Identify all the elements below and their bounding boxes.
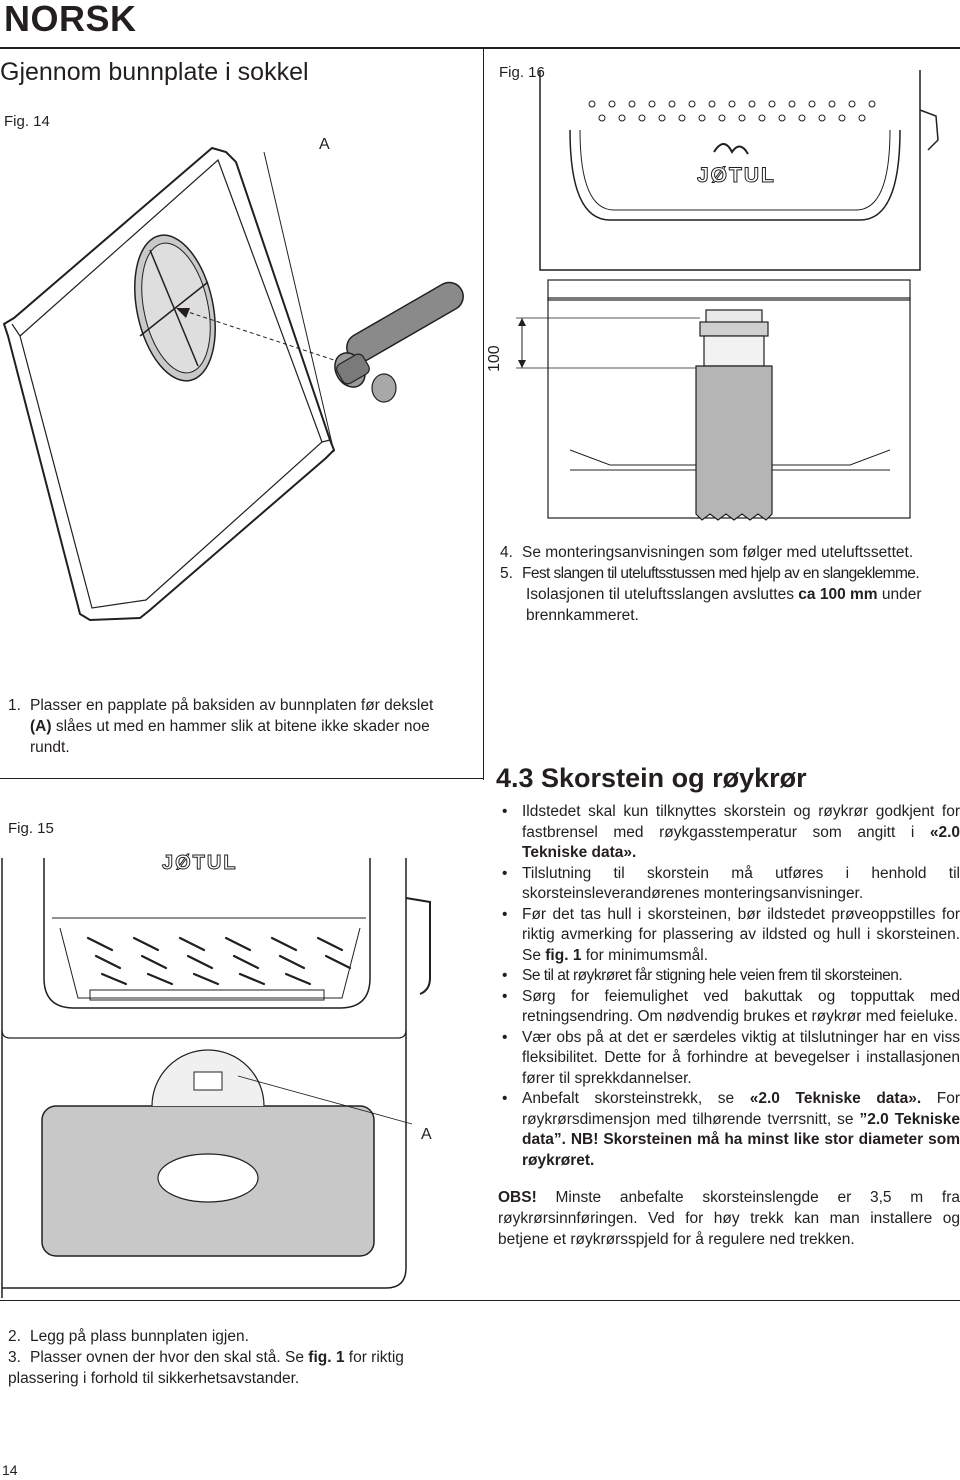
- list-item-text: Se til at røykrøret får stigning hele ve…: [522, 967, 903, 984]
- fig15-callout: A: [421, 1126, 432, 1143]
- column-divider: [483, 47, 484, 780]
- list-item: Anbefalt skorsteinstrekk, se «2.0 Teknis…: [496, 1089, 960, 1171]
- fig14-callout: A: [319, 136, 330, 153]
- bottom-steps: 2.Legg på plass bunnplaten igjen. 3.Plas…: [8, 1326, 478, 1389]
- chimney-requirements-list: Ildstedet skal kun tilknyttes skorstein …: [496, 802, 960, 1171]
- list-item-text: for minimumsmål.: [581, 946, 709, 964]
- obs-note: OBS! Minste anbefalte skorsteinslengde e…: [498, 1189, 960, 1248]
- step-3-line2: plassering i forhold til sikkerhetsavsta…: [8, 1370, 300, 1387]
- left-section-divider: [0, 778, 484, 779]
- step-4: 4.Se monteringsanvisningen som følger me…: [500, 544, 914, 561]
- list-item-text: Anbefalt skorsteinstrekk, se: [522, 1090, 750, 1107]
- bottom-section-divider: [0, 1300, 960, 1301]
- fig15-illustration: [1, 858, 431, 1298]
- section-4-3-heading: 4.3 Skorstein og røykrør: [496, 763, 807, 793]
- fig16-brand: JØTUL: [697, 164, 776, 188]
- step-5-line3: brennkammeret.: [526, 607, 639, 624]
- fig14-label: Fig. 14: [4, 113, 50, 130]
- list-item: Sørg for feiemulighet ved bakuttak og to…: [496, 987, 960, 1028]
- list-item-text: Sørg for feiemulighet ved bakuttak og to…: [522, 987, 960, 1026]
- list-item-text: Ildstedet skal kun tilknyttes skorstein …: [522, 803, 960, 841]
- step-3: 3.Plasser ovnen der hvor den skal stå. S…: [8, 1349, 404, 1366]
- list-item: Ildstedet skal kun tilknyttes skorstein …: [496, 802, 960, 864]
- header-rule: [0, 47, 960, 49]
- fig16-illustration: [516, 70, 939, 521]
- step-5: 5.Fest slangen til uteluftsstussen med h…: [500, 565, 920, 582]
- list-item: Vær obs på at det er særdeles viktig at …: [496, 1028, 960, 1090]
- list-item-text: Vær obs på at det er særdeles viktig at …: [522, 1028, 960, 1087]
- step-2: 2.Legg på plass bunnplaten igjen.: [8, 1328, 249, 1345]
- list-item: Før det tas hull i skorsteinen, bør ilds…: [496, 905, 960, 967]
- right-steps: 4.Se monteringsanvisningen som følger me…: [500, 542, 960, 626]
- fig15-brand: JØTUL: [162, 852, 238, 875]
- list-item: Se til at røykrøret får stigning hele ve…: [496, 966, 960, 987]
- page-number: 14: [2, 1462, 18, 1478]
- list-item-text: ”2.0 Tekniske data”. NB! Skorsteinen må …: [522, 1110, 960, 1169]
- language-heading: NORSK: [4, 0, 137, 39]
- section-title: Gjennom bunnplate i sokkel: [0, 58, 309, 86]
- list-item-text: «2.0 Tekniske data».: [749, 1090, 922, 1107]
- list-item-text: «2.0 Tekniske data».: [522, 823, 960, 862]
- fig14-illustration: [2, 146, 464, 622]
- fig15-label: Fig. 15: [8, 820, 54, 837]
- list-item-text: fig. 1: [545, 946, 582, 964]
- step-1: 1.Plasser en papplate på baksiden av bun…: [8, 697, 434, 756]
- list-item: Tilslutning til skorstein må utføres i h…: [496, 864, 960, 905]
- list-item-text: Før det tas hull i skorsteinen, bør ilds…: [522, 905, 960, 964]
- fig16-label: Fig. 16: [499, 64, 545, 81]
- step-5-line2: Isolasjonen til uteluftsslangen avslutte…: [526, 586, 922, 603]
- list-item-text: For røykrørsdimensjon med tilhørende tve…: [522, 1090, 960, 1128]
- list-item-text: Tilslutning til skorstein må utføres i h…: [522, 864, 960, 903]
